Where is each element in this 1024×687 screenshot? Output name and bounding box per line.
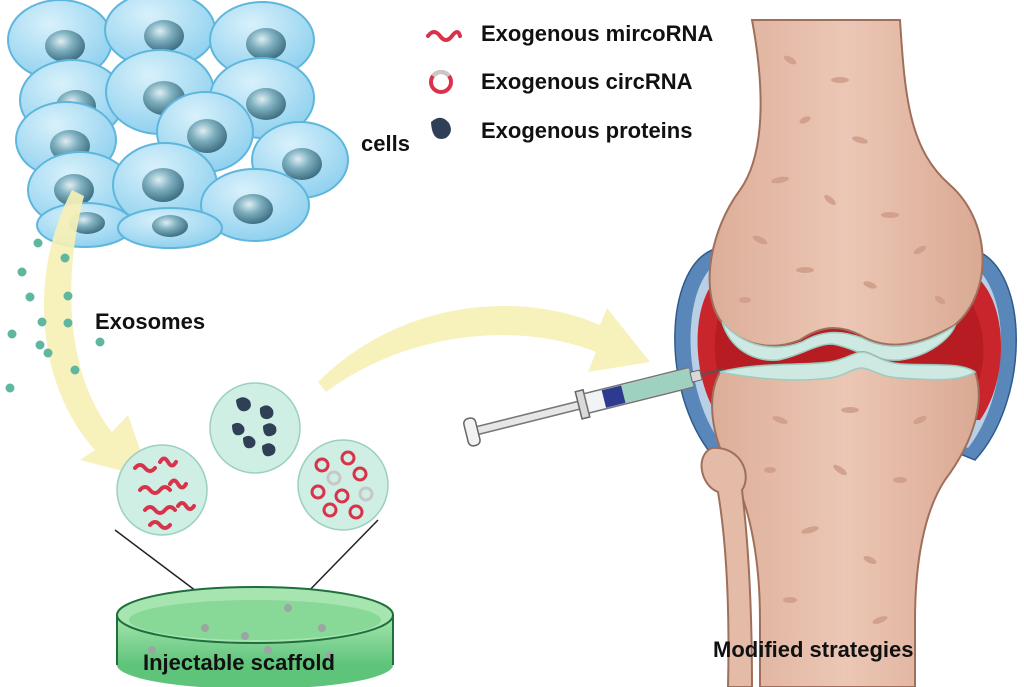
cell-nucleus: [144, 20, 184, 52]
circrna-legend-icon: [429, 70, 453, 94]
fibula: [700, 446, 754, 687]
cell-nucleus: [233, 194, 273, 224]
cell-nucleus: [246, 88, 286, 120]
modified-strategies-label: Modified strategies: [713, 637, 914, 662]
curved-arrow-right: [318, 305, 650, 392]
connector-line-right: [299, 519, 379, 601]
curved-arrow-down: [43, 190, 151, 478]
cell: [200, 168, 310, 242]
cell-nucleus: [142, 168, 184, 202]
cell-nucleus: [187, 119, 227, 153]
cell: [117, 207, 223, 249]
mirna-bubble: [116, 444, 208, 536]
connector-line-left: [114, 529, 209, 601]
petri-dish: [116, 586, 394, 687]
cell-cluster: [7, 0, 349, 249]
cell-nucleus: [282, 148, 322, 180]
cell: [209, 1, 315, 79]
femur: [708, 19, 984, 347]
cell-nucleus: [152, 215, 188, 237]
mirna-legend-icon: [426, 30, 462, 42]
syringe: [463, 366, 725, 447]
cell: [112, 142, 218, 228]
cells-label: cells: [361, 131, 410, 156]
protein-legend-icon: [431, 117, 451, 139]
knee-joint: [674, 19, 1017, 687]
legend-circrna-label: Exogenous circRNA: [481, 69, 693, 94]
protein-bubble: [209, 382, 301, 474]
injectable-scaffold-label: Injectable scaffold: [143, 650, 335, 675]
exosomes-label: Exosomes: [95, 309, 206, 334]
legend-protein-label: Exogenous proteins: [481, 118, 693, 143]
cell-nucleus: [246, 28, 286, 60]
circrna-bubble: [297, 439, 389, 531]
cell-nucleus: [54, 174, 94, 206]
bone-texture: [739, 55, 946, 624]
legend-mirna-label: Exogenous mircoRNA: [481, 21, 714, 46]
exosome-dots: [5, 238, 105, 393]
cell-nucleus: [45, 30, 85, 62]
